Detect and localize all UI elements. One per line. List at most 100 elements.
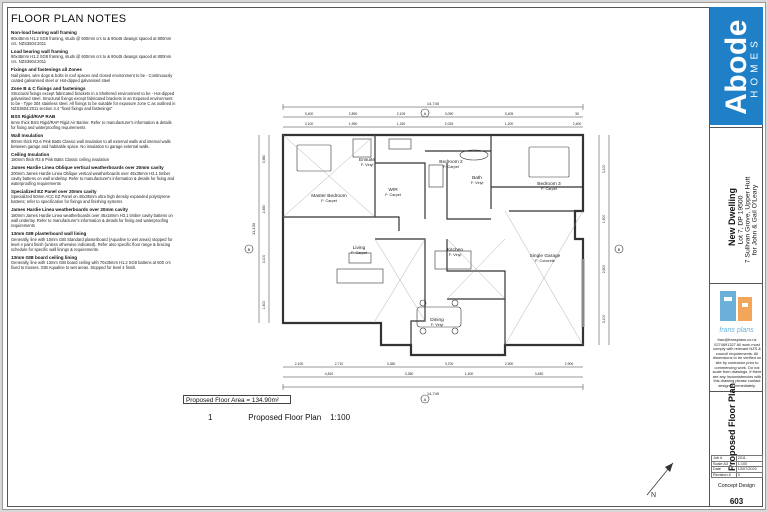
designer-contact: fran@fransplans.co.nz 0274691327 All wor… <box>712 337 762 388</box>
section-mark-label: B <box>618 247 621 252</box>
logo-homes-text: HOMES <box>749 36 761 98</box>
frans-plans-logo-icon <box>720 291 752 321</box>
dim-left <box>258 135 270 323</box>
note-heading: Fixings and fastenings all Zones <box>11 67 82 73</box>
note-body: 90mm thick R2.6 Pink Batts Classic wall … <box>11 138 171 149</box>
room-floor: F: Vinyl <box>471 181 484 185</box>
dimension-bottom: 3,700 <box>445 362 454 366</box>
title-block: Abode HOMES New Dwelling Lot 7, DP 19500… <box>709 7 764 507</box>
dimension-top: 3,090 <box>445 112 454 116</box>
dining-chair <box>451 327 459 335</box>
dimension-bottom: 3,350 <box>405 372 414 376</box>
sofa <box>336 268 384 284</box>
dimension-bottom: 3,350 <box>387 362 396 366</box>
section-mark-label: A <box>424 111 427 116</box>
design-status: Concept Design <box>718 483 755 489</box>
dining-chair <box>419 327 427 335</box>
note-body: Generally, line with 13mm GIB board ceil… <box>11 260 171 271</box>
note-heading: 13mm GIB plasterboard wall lining <box>11 230 87 236</box>
drawing-caption: 1 Proposed Floor Plan 1:100 <box>208 413 350 422</box>
dimension-top: 3,405 <box>505 112 514 116</box>
dimension-top: 3,400 <box>305 112 314 116</box>
room-floor: F: Carpet <box>385 193 402 197</box>
section-mark <box>244 244 254 254</box>
dimension-top: 30 <box>575 112 579 116</box>
room-name: WIR <box>388 187 398 193</box>
dim-right <box>598 135 610 345</box>
room-name: Master Bedroom <box>311 193 346 199</box>
dimension-overall-bottom: 14,740 <box>427 391 440 396</box>
shower <box>352 138 372 158</box>
note-heading: James Hardie Linea weatherboards over 20… <box>11 207 128 213</box>
note-heading: Specialized EZ Panel over 20mm cavity <box>11 188 97 194</box>
note-heading: Non-load bearing wall framing <box>11 30 77 35</box>
dimension-top: 1,200 <box>505 122 514 126</box>
dimension-left: 1,600 <box>262 301 266 310</box>
floor-area-label: Proposed Floor Area <box>186 397 245 404</box>
dimension-right: 3,100 <box>602 165 606 174</box>
room-name: Dining <box>430 317 444 323</box>
info-row: Job #2011 <box>711 455 764 462</box>
project-lot: Lot 7, DP 19500 <box>737 195 745 245</box>
dimension-bottom: 3,450 <box>535 372 544 376</box>
dining-chair <box>419 299 427 307</box>
bed-master <box>296 144 332 172</box>
note-body: 180mm James Hardie Linea weatherboards o… <box>11 212 173 228</box>
note-body: 180mm thick R3.6 Pink Batts Classic ceil… <box>11 157 110 163</box>
room-name: Single Garage <box>530 253 561 259</box>
note-heading: Load bearing wall framing <box>11 48 68 54</box>
dimension-top: 2,890 <box>349 112 358 116</box>
project-address: 7 Sullivan Grove, Upper Hutt <box>744 176 752 264</box>
room-floor: F: Carpet <box>541 187 558 191</box>
note-body: Generally, line with 10mm GIB Standard p… <box>11 236 173 252</box>
kitchen-island <box>434 250 472 270</box>
dimension-bottom: 2,100 <box>295 362 304 366</box>
room-name: Bath <box>472 175 482 181</box>
room-floor: F: Carpet <box>443 165 460 169</box>
notes-title: FLOOR PLAN NOTES <box>11 13 127 25</box>
dimension-overall-left: 11,130 <box>251 222 256 235</box>
note-body: 90x45mm H1.2 SG8 framing, studs @ 600mm … <box>11 35 172 46</box>
room-name: Ensuite <box>359 157 375 163</box>
project-client: for John & Gail O'Leary <box>751 184 759 256</box>
svg-text:N: N <box>651 492 656 499</box>
info-value: 13/07/2020 <box>735 466 764 473</box>
section-mark-label: B <box>248 247 251 252</box>
dimension-right: 1,900 <box>602 215 606 224</box>
ceiling-lines <box>282 134 584 346</box>
sheet-number: 603 <box>729 497 744 506</box>
room-floor: F: Concrete <box>535 259 555 263</box>
inner-walls <box>283 135 583 345</box>
dimension-top: 1,950 <box>349 122 358 126</box>
abode-homes-logo: Abode HOMES <box>710 7 763 125</box>
dim-bottom-overall <box>282 384 584 390</box>
drawing-title: Proposed Floor Plan <box>248 413 322 422</box>
info-value: 1:100 <box>735 460 764 468</box>
dimension-left: 3,100 <box>262 255 266 264</box>
section-mark <box>420 394 430 404</box>
designer-name: frans plans <box>719 327 754 334</box>
room-floor: F: Vinyl <box>449 253 462 257</box>
room-floor: F: Vinyl <box>431 323 444 327</box>
note-body: 200mm James Hardie Linea Oblique vertica… <box>11 170 175 186</box>
note-heading: Ceiling Insulation <box>11 151 50 157</box>
dimension-left: 3,980 <box>262 155 266 164</box>
note-heading: James Hardie Linea Oblique vertical weat… <box>11 165 164 171</box>
floor-area-box: Proposed Floor Area = 134.90m² <box>183 395 291 404</box>
dining-chair <box>451 299 459 307</box>
dimension-bottom: 2,900 <box>565 362 574 366</box>
info-row: Revision #0 <box>711 471 764 479</box>
drawing-scale: 1:100 <box>330 413 351 422</box>
bed-2 <box>428 164 444 188</box>
note-heading: Wall Insulation <box>11 132 44 138</box>
room-name: Living <box>353 245 366 251</box>
dimension-bottom: 4,810 <box>325 372 334 376</box>
dimension-overall-top: 14,740 <box>427 101 440 106</box>
section-mark <box>420 108 430 118</box>
sheet-border <box>7 7 763 507</box>
note-body: Nail plates, wire dogs & bolts in roof s… <box>11 72 173 83</box>
dimension-left: 2,450 <box>262 205 266 214</box>
